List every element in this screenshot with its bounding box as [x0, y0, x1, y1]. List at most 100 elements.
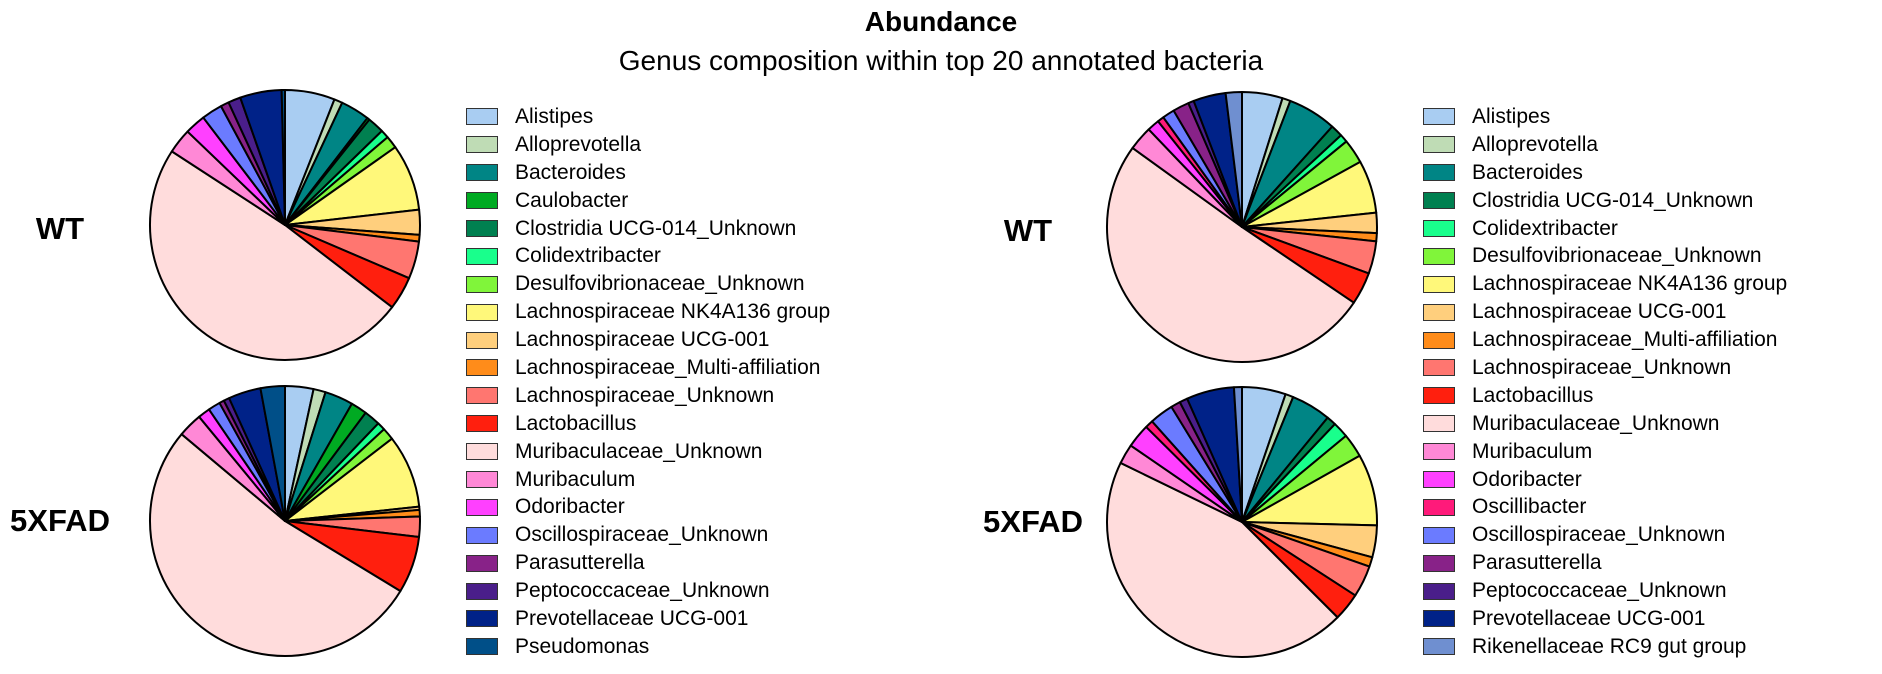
legend-swatch — [466, 275, 498, 293]
legend-item-colidextribacter: Colidextribacter — [466, 242, 830, 270]
legend-item-prevotellaceae-ucg-001: Prevotellaceae UCG-001 — [1423, 605, 1787, 633]
legend-label: Alloprevotella — [515, 132, 642, 156]
legend-swatch — [1423, 275, 1455, 293]
legend-swatch — [466, 610, 498, 628]
pie-slice-wt-rikenellaceae-rc9-gut-group — [1224, 91, 1243, 228]
legend-swatch — [1423, 471, 1455, 489]
pie-slice-5xfad-rikenellaceae-rc9-gut-group — [1232, 385, 1243, 523]
legend-swatch — [466, 108, 498, 126]
legend-label: Muribaculum — [1472, 439, 1593, 463]
legend-label: Odoribacter — [1472, 467, 1582, 491]
legend-swatch — [466, 443, 498, 461]
legend-label: Clostridia UCG-014_Unknown — [1472, 188, 1754, 212]
legend-swatch — [466, 220, 498, 237]
legend-item-lachnospiraceae-multi-affiliation: Lachnospiraceae_Multi-affiliation — [1423, 326, 1787, 354]
legend-item-bacteroides: Bacteroides — [466, 159, 830, 187]
legend-label: Oscillibacter — [1472, 495, 1587, 519]
legend-item-clostridia-ucg-014-unknown: Clostridia UCG-014_Unknown — [1423, 187, 1787, 215]
legend-label: Alloprevotella — [1472, 132, 1599, 156]
legend-swatch — [466, 387, 498, 405]
legend-swatch — [1423, 108, 1455, 126]
legend-swatch — [466, 415, 498, 433]
legend-swatch — [466, 331, 498, 349]
legend-label: Lachnospiraceae_Multi-affiliation — [515, 355, 821, 379]
legend-label: Desulfovibrionaceae_Unknown — [515, 272, 805, 296]
legend-item-peptococcaceae-unknown: Peptococcaceae_Unknown — [1423, 577, 1787, 605]
legend-label: Rikenellaceae RC9 gut group — [1472, 634, 1747, 658]
legend-label: Desulfovibrionaceae_Unknown — [1472, 244, 1762, 268]
legend-item-muribaculaceae-unknown: Muribaculaceae_Unknown — [1423, 410, 1787, 438]
legend-label: Oscillospiraceae_Unknown — [515, 523, 769, 547]
legend-item-odoribacter: Odoribacter — [1423, 466, 1787, 494]
legend-item-lachnospiraceae-multi-affiliation: Lachnospiraceae_Multi-affiliation — [466, 354, 830, 382]
legend-label: Prevotellaceae UCG-001 — [1472, 606, 1706, 630]
legend-label: Alistipes — [515, 104, 594, 128]
legend-swatch — [1423, 526, 1455, 544]
legend-item-lachnospiraceae-unknown: Lachnospiraceae_Unknown — [1423, 354, 1787, 382]
legend-label: Parasutterella — [1472, 551, 1602, 575]
group-label-wt-left: WT — [35, 211, 85, 246]
legend-swatch — [1423, 498, 1455, 516]
legend-label: Lactobacillus — [515, 411, 637, 435]
legend-label: Lactobacillus — [1472, 383, 1594, 407]
legend-swatch — [1423, 610, 1455, 628]
legend-item-muribaculum: Muribaculum — [466, 466, 830, 494]
legend-label: Pseudomonas — [515, 634, 650, 658]
legend-label: Colidextribacter — [1472, 216, 1618, 240]
legend-label: Bacteroides — [1472, 160, 1583, 184]
legend-item-desulfovibrionaceae-unknown: Desulfovibrionaceae_Unknown — [466, 270, 830, 298]
legend-swatch — [1423, 303, 1455, 321]
legend-swatch — [466, 164, 498, 182]
legend-item-colidextribacter: Colidextribacter — [1423, 215, 1787, 243]
legend-label: Prevotellaceae UCG-001 — [515, 606, 749, 630]
legend-item-lactobacillus: Lactobacillus — [466, 410, 830, 438]
legend-label: Muribaculaceae_Unknown — [515, 439, 763, 463]
legend-item-oscillospiraceae-unknown: Oscillospiraceae_Unknown — [466, 521, 830, 549]
legend-item-parasutterella: Parasutterella — [466, 549, 830, 577]
group-label-wt-right: WT — [1003, 213, 1053, 248]
legend-item-alistipes: Alistipes — [1423, 103, 1787, 131]
legend-item-clostridia-ucg-014-unknown: Clostridia UCG-014_Unknown — [466, 215, 830, 243]
legend-swatch — [1423, 443, 1455, 461]
legend-label: Peptococcaceae_Unknown — [515, 579, 770, 603]
legend-item-muribaculum: Muribaculum — [1423, 438, 1787, 466]
pie-slice-wt-pseudomonas — [280, 89, 286, 226]
legend-label: Colidextribacter — [515, 244, 661, 268]
group-label-5xfad-right: 5XFAD — [983, 504, 1083, 539]
legend-item-pseudomonas: Pseudomonas — [466, 633, 830, 661]
legend-item-alloprevotella: Alloprevotella — [1423, 131, 1787, 159]
chart-subtitle: Genus composition within top 20 annotate… — [618, 45, 1264, 76]
legend-label: Lachnospiraceae_Unknown — [1472, 355, 1732, 379]
legend-label: Lachnospiraceae NK4A136 group — [1472, 272, 1788, 296]
pie-slice-5xfad-muribaculaceae-unknown — [149, 433, 402, 657]
legend-swatch — [1423, 220, 1455, 237]
legend-swatch — [466, 192, 498, 210]
legend-item-alloprevotella: Alloprevotella — [466, 131, 830, 159]
legend-item-lachnospiraceae-nk4a136-group: Lachnospiraceae NK4A136 group — [1423, 270, 1787, 298]
legend-item-parasutterella: Parasutterella — [1423, 549, 1787, 577]
legend-item-muribaculaceae-unknown: Muribaculaceae_Unknown — [466, 438, 830, 466]
chart-title: Abundance — [864, 6, 1018, 37]
legend-item-peptococcaceae-unknown: Peptococcaceae_Unknown — [466, 577, 830, 605]
legend-swatch — [1423, 192, 1455, 210]
legend-item-lachnospiraceae-ucg-001: Lachnospiraceae UCG-001 — [1423, 298, 1787, 326]
legend-swatch — [466, 554, 498, 572]
legend-label: Clostridia UCG-014_Unknown — [515, 216, 797, 240]
legend-label: Muribaculum — [515, 467, 636, 491]
legend-swatch — [1423, 415, 1455, 433]
pie-slice-5xfad-pseudomonas — [259, 385, 286, 522]
legend-swatch — [466, 582, 498, 600]
legend-label: Muribaculaceae_Unknown — [1472, 411, 1720, 435]
legend-swatch — [1423, 331, 1455, 349]
legend-label: Peptococcaceae_Unknown — [1472, 579, 1727, 603]
legend-item-desulfovibrionaceae-unknown: Desulfovibrionaceae_Unknown — [1423, 242, 1787, 270]
legend-item-lactobacillus: Lactobacillus — [1423, 382, 1787, 410]
legend-swatch — [1423, 387, 1455, 405]
legend-swatch — [1423, 247, 1455, 265]
legend-swatch — [1423, 359, 1455, 377]
legend-label: Odoribacter — [515, 495, 625, 519]
group-label-5xfad-left: 5XFAD — [10, 503, 110, 538]
